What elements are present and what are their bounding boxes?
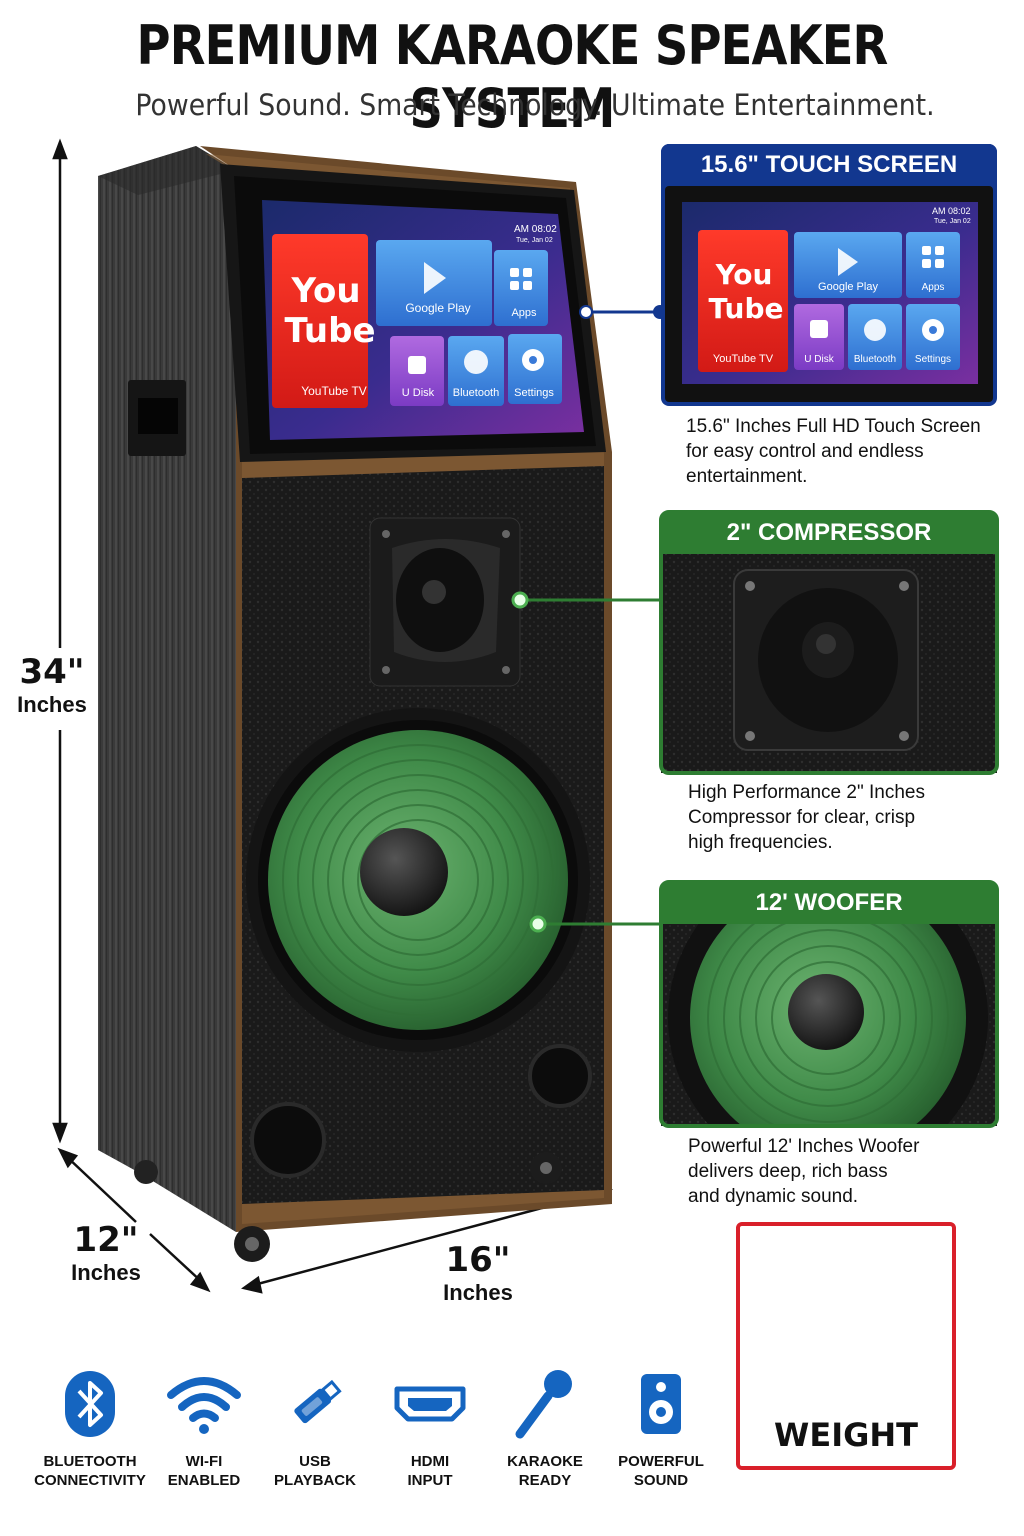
compressor-text-line: high frequencies. <box>688 832 833 853</box>
compressor-horn <box>369 517 521 687</box>
weight-label: WEIGHT <box>774 1416 918 1454</box>
width-dimension-label: 16" Inches <box>430 1240 526 1306</box>
touchscreen-callout-text: 15.6" Inches Full HD Touch Screen for ea… <box>686 414 996 489</box>
height-dimension-label: 34" Inches <box>4 652 100 718</box>
feature-label-line2: CONNECTIVITY <box>34 1472 146 1489</box>
play-icon <box>424 262 446 294</box>
feature-hdmi: HDMI INPUT <box>365 1368 495 1490</box>
speaker-screen: You Tube YouTube TV Google Play Apps U D… <box>272 224 562 408</box>
closeup-youtube-logo-bottom: Tube <box>709 292 784 325</box>
apps-grid-icon <box>510 268 532 290</box>
lock-icon <box>408 356 426 374</box>
feature-label-line1: BLUETOOTH <box>43 1453 137 1470</box>
bluetooth-small-icon <box>464 350 488 374</box>
speaker-icon <box>596 1368 726 1440</box>
feature-wifi: WI-FI ENABLED <box>139 1368 269 1490</box>
bluetooth-label: Bluetooth <box>453 387 499 399</box>
closeup-youtube-label: YouTube TV <box>713 353 774 365</box>
woofer-text-line: Powerful 12' Inches Woofer <box>688 1136 920 1157</box>
woofer-callout-title: 12' WOOFER <box>661 882 997 924</box>
touchscreen-callout-title: 15.6" TOUCH SCREEN <box>661 144 997 186</box>
feature-label-line2: SOUND <box>633 1472 689 1489</box>
youtube-tile <box>272 234 368 408</box>
compressor-text-line: Compressor for clear, crisp <box>688 807 916 828</box>
closeup-google-play-label: Google Play <box>818 281 878 293</box>
feature-sound: POWERFUL SOUND <box>596 1368 726 1490</box>
width-unit: Inches <box>443 1280 513 1305</box>
bluetooth-icon <box>25 1368 155 1440</box>
closeup-date: Tue, Jan 02 <box>934 218 971 225</box>
touchscreen-text-line: entertainment. <box>686 466 808 487</box>
feature-usb: USB PLAYBACK <box>250 1368 380 1490</box>
apps-label: Apps <box>511 307 537 319</box>
width-value: 16" <box>445 1240 511 1280</box>
height-value: 34" <box>19 652 85 692</box>
closeup-youtube-logo-top: You <box>715 258 773 291</box>
woofer-text-line: delivers deep, rich bass <box>688 1161 888 1182</box>
closeup-bluetooth-label: Bluetooth <box>854 354 896 365</box>
feature-label-line1: USB <box>299 1453 331 1470</box>
wifi-icon <box>139 1368 269 1440</box>
feature-label-line2: ENABLED <box>167 1472 241 1489</box>
feature-label-line1: POWERFUL <box>618 1453 704 1470</box>
usb-icon <box>250 1368 380 1440</box>
feature-label-line2: READY <box>518 1472 572 1489</box>
height-unit: Inches <box>17 692 87 717</box>
hdmi-icon <box>365 1368 495 1440</box>
apps-tile <box>494 250 548 326</box>
feature-label-line1: HDMI <box>410 1453 450 1470</box>
depth-arrow <box>57 1147 211 1293</box>
feature-label-line1: WI-FI <box>185 1453 223 1470</box>
weight-unit: LBS <box>809 1354 883 1394</box>
screen-date: Tue, Jan 02 <box>516 237 553 244</box>
touchscreen-closeup: You Tube YouTube TV Google Play Apps U D… <box>661 144 997 406</box>
depth-unit: Inches <box>71 1260 141 1285</box>
youtube-logo-text-top: You <box>290 271 360 311</box>
feature-label-line2: PLAYBACK <box>274 1472 356 1489</box>
height-arrow <box>52 138 68 1144</box>
feature-label-line2: INPUT <box>407 1472 453 1489</box>
touchscreen-text-line: 15.6" Inches Full HD Touch Screen <box>686 416 981 437</box>
page-subtitle: Powerful Sound. Smart Technology. Ultima… <box>135 88 935 122</box>
microphone-icon <box>480 1368 610 1440</box>
compressor-callout-text: High Performance 2" Inches Compressor fo… <box>688 780 998 855</box>
depth-dimension-label: 12" Inches <box>58 1220 154 1286</box>
touchscreen-text-line: for easy control and endless <box>686 441 924 462</box>
woofer-closeup <box>661 922 997 1126</box>
feature-label-line1: KARAOKE <box>507 1453 583 1470</box>
depth-value: 12" <box>73 1220 139 1260</box>
woofer-callout-text: Powerful 12' Inches Woofer delivers deep… <box>688 1134 998 1209</box>
udisk-label: U Disk <box>402 387 435 399</box>
youtube-logo-text-bottom: Tube <box>284 311 375 351</box>
woofer <box>246 708 592 1178</box>
weight-value: 49 <box>805 1290 887 1358</box>
screen-time: AM 08:02 <box>514 224 557 235</box>
closeup-settings-label: Settings <box>915 354 951 365</box>
closeup-apps-label: Apps <box>922 282 945 293</box>
page-title: PREMIUM KARAOKE SPEAKER SYSTEM <box>136 14 889 140</box>
youtube-tv-label: YouTube TV <box>301 384 367 398</box>
compressor-text-line: High Performance 2" Inches <box>688 782 925 803</box>
google-play-label: Google Play <box>405 301 470 315</box>
feature-bluetooth: BLUETOOTH CONNECTIVITY <box>25 1368 155 1490</box>
feature-karaoke: KARAOKE READY <box>480 1368 610 1490</box>
compressor-closeup <box>661 553 997 773</box>
woofer-text-line: and dynamic sound. <box>688 1186 859 1207</box>
closeup-time: AM 08:02 <box>932 206 971 216</box>
compressor-callout-title: 2" COMPRESSOR <box>661 512 997 554</box>
callout-connectors <box>511 305 667 933</box>
settings-label: Settings <box>514 387 554 399</box>
closeup-udisk-label: U Disk <box>804 354 834 365</box>
weight-badge: 49 LBS WEIGHT <box>736 1222 956 1470</box>
